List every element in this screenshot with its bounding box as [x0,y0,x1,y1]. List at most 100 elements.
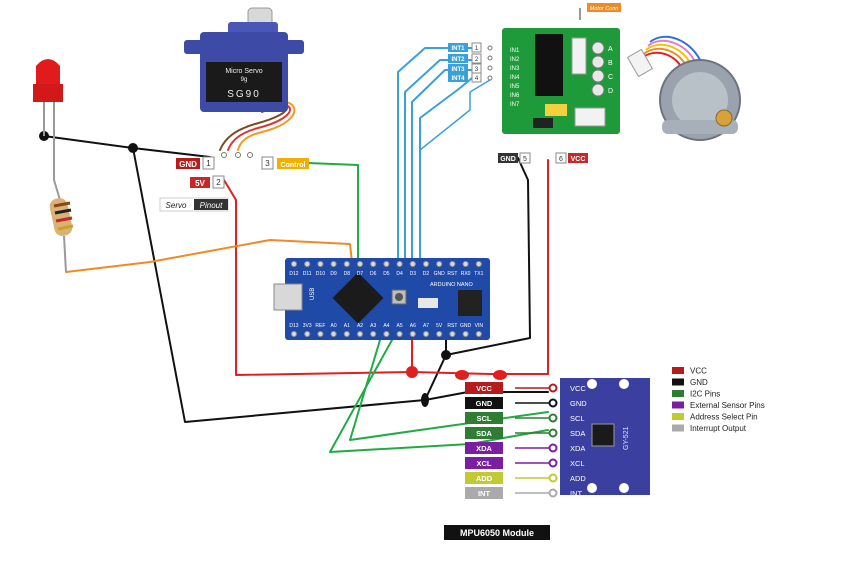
driver-power-header [533,118,553,128]
mpu-tag-bg [465,472,503,484]
driver-input-labels: INT1 1 INT2 2 INT3 3 INT4 4 [448,42,493,83]
nano-regulator [418,298,438,308]
driver-input-label: INT4 [451,76,465,82]
legend-swatch [672,401,684,409]
servo-motor: Micro Servo 9g SG90 [184,7,304,112]
nano-pin-bottom [475,330,482,338]
nano-usb-label: USB [310,288,316,300]
mpu-mount-hole [587,379,597,389]
led [33,59,63,180]
mpu-tag-bg [465,457,503,469]
driver-led-label: D [608,88,613,95]
junction-red [406,366,418,378]
driver-input-label: INT2 [451,57,465,63]
mpu-mount-hole [619,379,629,389]
nano-pin-bottom [317,330,324,338]
mpu-tag-label: ADD [476,474,493,483]
nano-pin-top [343,260,350,268]
nano-pin-top [370,260,377,268]
nano-chip-label: ARDUINO NANO [430,282,474,288]
stepper-driver: A B C D IN1 IN2 IN3 IN4 IN5 IN6 IN7 Moto… [448,3,621,164]
legend-swatch [672,413,684,420]
legend-swatch [672,390,684,397]
nano-pin-top [396,260,403,268]
mpu-pin-label: INT [570,489,583,498]
nano-pin-label-bottom: D13 [289,323,298,329]
nano-pin-bottom [370,330,377,338]
legend-swatch [672,424,684,432]
legend-swatch [672,367,684,374]
mpu-mount-hole [619,483,629,493]
nano-pin-top [356,260,364,268]
servo-pinout-title-b-bg [194,199,228,210]
servo-pin-num: 2 [216,178,221,187]
wire-in2 [404,59,473,263]
nano-header-block [458,290,482,316]
legend-label: GND [690,378,708,387]
servo-pin-num: 3 [265,159,270,168]
mpu-pin-label: ADD [570,474,586,483]
nano-pin-label-bottom: VIN [475,323,484,329]
nano-pin-label-top: TX1 [474,271,483,277]
servo-pin-num-bg [202,156,215,170]
driver-input-dot [487,65,493,71]
servo-weight: 9g [241,77,248,83]
wire-led-gnd [43,135,211,158]
driver-power-num: 6 [559,156,563,163]
driver-input-num-bg [471,72,482,83]
junction-black [441,350,451,360]
nano-reset-button-cap [395,293,403,301]
servo-pin-label-bg [190,177,210,188]
mpu-pin-label: SCL [570,414,585,423]
driver-led-label: A [608,46,613,53]
driver-input-bg [448,43,468,52]
led-base [33,84,63,102]
driver-ic [535,34,563,96]
driver-connector [571,37,587,75]
mpu-tag-bg [465,427,503,439]
mpu-tag-bg [465,412,503,424]
driver-in-label: IN1 [510,48,520,54]
servo-pinout-title-a: Servo [166,201,187,210]
servo-pin-num-bg [261,156,274,170]
wire-in-to-board [419,79,491,151]
driver-input-bg [448,64,468,73]
driver-led-label: C [608,74,613,81]
nano-pin-bottom [383,330,390,338]
servo-pin-label-bg [277,158,309,169]
nano-pin-top [462,260,469,268]
driver-in-label: IN7 [510,102,520,108]
legend-label: VCC [690,367,707,376]
nano-pin-top [436,260,443,268]
mpu-pin-label: VCC [570,384,586,393]
servo-pin-label: Control [281,162,306,169]
driver-input-dot [487,55,493,61]
junction-red [493,370,507,380]
driver-jumper [545,104,567,116]
nano-pin-label-top: D8 [344,271,351,277]
driver-power-bg [498,153,518,163]
servo-pin-label-bg [176,158,200,169]
mpu-pin-dot [548,473,558,483]
mpu-pin-label: GND [570,399,587,408]
junction-red [455,370,469,380]
stepper-face [672,72,728,128]
driver-led [591,41,605,55]
driver-input-dot [487,75,493,81]
legend-swatch [672,378,684,386]
servo-pin-label: 5V [195,179,205,188]
driver-input-bg [448,73,468,82]
resistor-band [55,216,73,223]
driver-input-num: 2 [475,57,479,63]
driver-input-num-bg [471,42,482,53]
servo-pinout-title-b: Pinout [200,201,223,210]
driver-power-num: 5 [523,156,527,163]
mpu-pin-dot [548,398,558,408]
resistor-lead [53,179,61,201]
stepper-cable [647,39,697,65]
nano-pin-label-top: D4 [396,271,403,277]
mpu-tag-bg [465,487,503,499]
